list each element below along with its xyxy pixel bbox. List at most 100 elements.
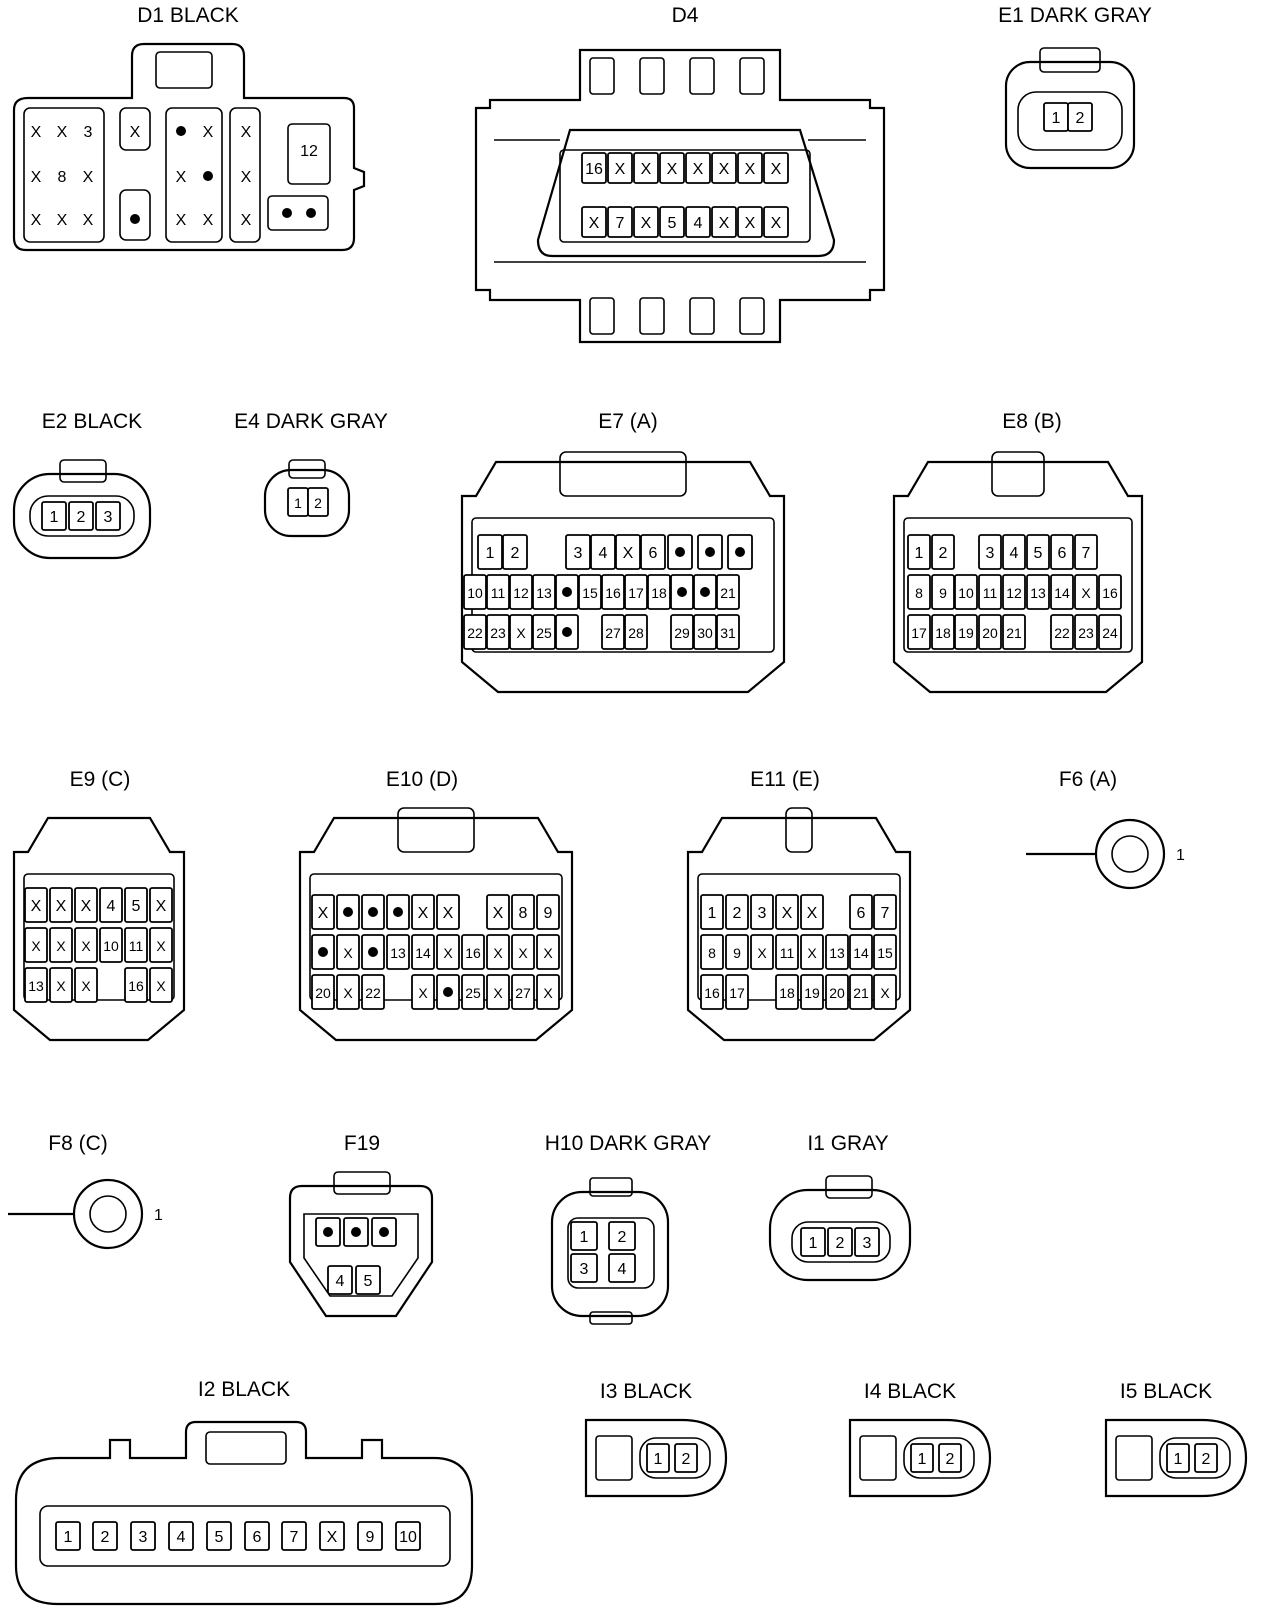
h10-pin-1: 1 — [580, 1229, 589, 1246]
e1-title: E1 DARK GRAY — [998, 4, 1152, 27]
e10-pin-27: 27 — [515, 985, 531, 1001]
e10-pin-5: X — [418, 905, 429, 922]
d1-pin-21: X — [241, 212, 252, 229]
connector-e11 — [686, 807, 912, 1042]
e8-pin-2: 2 — [939, 545, 948, 562]
connector-e7 — [460, 451, 786, 694]
d4-pin-7: X — [745, 161, 756, 178]
i2-pin-9: 9 — [366, 1529, 375, 1546]
e11-pin-13: 13 — [829, 945, 845, 961]
e8-pin-14: 14 — [1054, 585, 1070, 601]
e11-pin-9: 9 — [733, 945, 741, 961]
d4-pin-12: 5 — [668, 215, 677, 232]
d1-pin-6: X — [203, 124, 214, 141]
e4-pin-1: 1 — [294, 495, 302, 511]
i3-pin-2: 2 — [682, 1451, 691, 1468]
e8-pin-8: 8 — [915, 585, 923, 601]
f19-title: F19 — [344, 1132, 380, 1155]
connector-e4 — [263, 459, 351, 538]
f19-pin-2-dot — [351, 1227, 361, 1237]
i1-title: I1 GRAY — [807, 1132, 888, 1155]
d4-pin-1: 16 — [585, 161, 603, 178]
e7-pin-31: 31 — [720, 625, 736, 641]
e7-pin-28: 28 — [628, 625, 644, 641]
d1-pin-16: X — [57, 212, 68, 229]
e10-pin-21: X — [343, 985, 353, 1001]
h10-pin-4: 4 — [618, 1261, 627, 1278]
e7-pin-17: 17 — [628, 585, 644, 601]
d1-pin-17: X — [83, 212, 94, 229]
connector-f6: 1 — [1026, 818, 1185, 890]
d4-pin-10: 7 — [616, 215, 625, 232]
i2-pin-4: 4 — [177, 1529, 186, 1546]
e7-pin-2: 2 — [511, 545, 520, 562]
f19-pin-4: 4 — [336, 1273, 345, 1290]
i5-title: I5 BLACK — [1120, 1380, 1212, 1403]
i5-pin-2: 2 — [1202, 1451, 1211, 1468]
e10-pin-2-dot — [343, 907, 353, 917]
i4-title: I4 BLACK — [864, 1380, 956, 1403]
f8-title: F8 (C) — [48, 1132, 108, 1155]
e9-pin-12: X — [156, 938, 166, 954]
e10-pin-13: 13 — [390, 945, 406, 961]
f19-pin-5: 5 — [364, 1273, 373, 1290]
d1-pin-18-dot — [130, 214, 140, 224]
d4-pin-3: X — [641, 161, 652, 178]
i1-pin-2: 2 — [836, 1235, 845, 1252]
f6-title: F6 (A) — [1059, 768, 1117, 791]
e7-pin-29: 29 — [674, 625, 690, 641]
e10-pin-18: X — [518, 945, 528, 961]
connector-e2 — [12, 459, 152, 560]
connector-i5 — [1104, 1418, 1248, 1498]
e1-pin-1: 1 — [1052, 110, 1061, 127]
d4-pin-5: X — [693, 161, 704, 178]
f19-pin-3-dot — [379, 1227, 389, 1237]
e9-pin-11: 11 — [129, 938, 144, 954]
d4-pin-11: X — [641, 215, 652, 232]
e10-pin-25: 25 — [465, 985, 481, 1001]
d1-pin-10: X — [83, 169, 94, 186]
e2-pin-2: 2 — [77, 509, 86, 526]
e8-pin-21: 21 — [1006, 625, 1022, 641]
e10-pin-1: X — [318, 905, 329, 922]
e7-pin-7-dot — [675, 547, 685, 557]
d1-title: D1 BLACK — [137, 4, 239, 27]
e10-pin-17: X — [493, 945, 503, 961]
e10-pin-11: X — [343, 945, 353, 961]
e8-pin-5: 5 — [1034, 545, 1043, 562]
e10-pin-8: 8 — [519, 905, 528, 922]
e2-title: E2 BLACK — [42, 410, 142, 433]
e9-pin-15: X — [81, 978, 91, 994]
e7-title: E7 (A) — [598, 410, 658, 433]
e7-pin-3: 3 — [574, 545, 583, 562]
e7-pin-19-dot — [677, 587, 687, 597]
e7-pin-14-dot — [562, 587, 572, 597]
e10-pin-12-dot — [368, 947, 378, 957]
e7-pin-9-dot — [735, 547, 745, 557]
e10-pin-20: 20 — [315, 985, 331, 1001]
i1-pin-3: 3 — [863, 1235, 872, 1252]
e11-pin-21: 21 — [853, 985, 869, 1001]
d4-pin-15: X — [745, 215, 756, 232]
connector-h10 — [550, 1177, 670, 1325]
e11-pin-16: 16 — [704, 985, 720, 1001]
e8-pin-18: 18 — [935, 625, 951, 641]
e11-pin-11: 11 — [780, 945, 795, 961]
d1-pin-22-dot — [282, 208, 292, 218]
e11-pin-14: 14 — [853, 945, 869, 961]
e11-pin-15: 15 — [877, 945, 893, 961]
e11-pin-19: 19 — [804, 985, 820, 1001]
e8-pin-4: 4 — [1010, 545, 1019, 562]
e10-pin-22: 22 — [365, 985, 381, 1001]
e11-pin-18: 18 — [779, 985, 795, 1001]
connector-e1 — [1004, 47, 1136, 170]
d1-pin-5-dot — [176, 126, 186, 136]
connector-e10 — [298, 807, 574, 1042]
e8-pin-11: 11 — [983, 585, 998, 601]
e7-pin-6: 6 — [649, 545, 658, 562]
e8-pin-9: 9 — [939, 585, 947, 601]
i3-title: I3 BLACK — [600, 1380, 692, 1403]
e8-pin-15: X — [1081, 585, 1091, 601]
e11-pin-12: X — [807, 945, 817, 961]
